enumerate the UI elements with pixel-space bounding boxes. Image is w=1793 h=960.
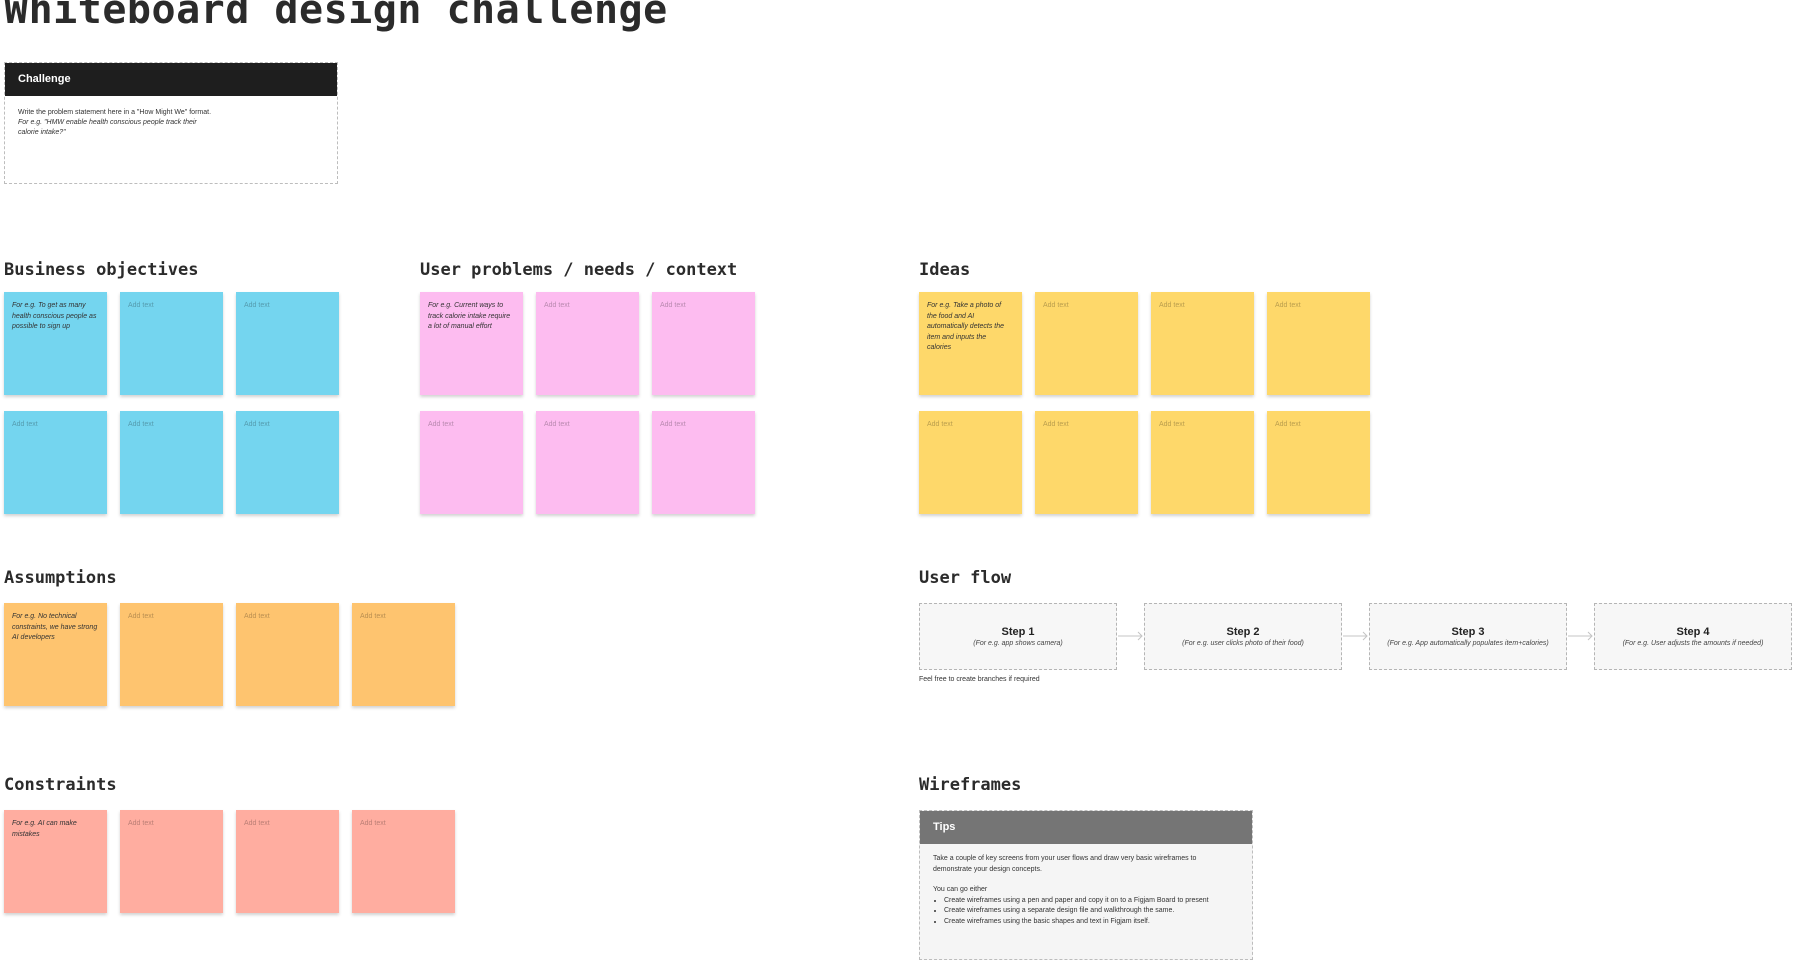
- sticky-note-text: For e.g. No technical constraints, we ha…: [12, 613, 98, 641]
- sticky-note-ideas-8[interactable]: Add text: [1267, 411, 1370, 514]
- tips-card[interactable]: Tips Take a couple of key screens from y…: [919, 810, 1253, 960]
- sticky-note-problems-1[interactable]: For e.g. Current ways to track calorie i…: [420, 292, 523, 395]
- sticky-placeholder: Add text: [544, 302, 570, 309]
- sticky-placeholder: Add text: [128, 613, 154, 620]
- sticky-placeholder: Add text: [1159, 421, 1185, 428]
- sticky-note-business-6[interactable]: Add text: [236, 411, 339, 514]
- sticky-placeholder: Add text: [1275, 421, 1301, 428]
- flow-step-description: (For e.g. User adjusts the amounts if ne…: [1622, 640, 1764, 647]
- sticky-note-assumptions-2[interactable]: Add text: [120, 603, 223, 706]
- sticky-note-problems-5[interactable]: Add text: [536, 411, 639, 514]
- sticky-placeholder: Add text: [1043, 302, 1069, 309]
- sticky-placeholder: Add text: [360, 613, 386, 620]
- section-title-business-objectives: Business objectives: [4, 260, 199, 280]
- tips-list: Create wireframes using a pen and paper …: [933, 896, 1239, 928]
- sticky-placeholder: Add text: [360, 820, 386, 827]
- flow-step-description: (For e.g. app shows camera): [973, 640, 1063, 647]
- sticky-placeholder: Add text: [244, 302, 270, 309]
- sticky-note-text: For e.g. Current ways to track calorie i…: [428, 302, 511, 330]
- flow-arrow-icon: [1568, 631, 1593, 641]
- sticky-note-constraints-2[interactable]: Add text: [120, 810, 223, 913]
- flow-step-description: (For e.g. App automatically populates it…: [1387, 640, 1549, 647]
- sticky-placeholder: Add text: [927, 421, 953, 428]
- sticky-placeholder: Add text: [1275, 302, 1301, 309]
- challenge-instruction: Write the problem statement here in a "H…: [18, 109, 212, 116]
- sticky-note-constraints-4[interactable]: Add text: [352, 810, 455, 913]
- section-title-wireframes: Wireframes: [919, 775, 1022, 795]
- sticky-placeholder: Add text: [244, 421, 270, 428]
- sticky-note-text: For e.g. Take a photo of the food and AI…: [927, 302, 1005, 351]
- flow-step-1[interactable]: Step 1 (For e.g. app shows camera): [919, 603, 1117, 670]
- sticky-placeholder: Add text: [12, 421, 38, 428]
- sticky-note-ideas-1[interactable]: For e.g. Take a photo of the food and AI…: [919, 292, 1022, 395]
- sticky-note-ideas-4[interactable]: Add text: [1267, 292, 1370, 395]
- sticky-note-ideas-6[interactable]: Add text: [1035, 411, 1138, 514]
- sticky-placeholder: Add text: [660, 302, 686, 309]
- sticky-placeholder: Add text: [428, 421, 454, 428]
- sticky-placeholder: Add text: [244, 613, 270, 620]
- flow-step-title: Step 3: [1451, 626, 1485, 638]
- sticky-note-ideas-3[interactable]: Add text: [1151, 292, 1254, 395]
- sticky-placeholder: Add text: [1043, 421, 1069, 428]
- sticky-note-problems-2[interactable]: Add text: [536, 292, 639, 395]
- sticky-note-problems-6[interactable]: Add text: [652, 411, 755, 514]
- sticky-note-ideas-5[interactable]: Add text: [919, 411, 1022, 514]
- section-title-user-flow: User flow: [919, 568, 1012, 588]
- flow-step-title: Step 2: [1226, 626, 1260, 638]
- tips-intro: Take a couple of key screens from your u…: [933, 855, 1197, 873]
- flow-arrow-icon: [1118, 631, 1143, 641]
- flow-step-2[interactable]: Step 2 (For e.g. user clicks photo of th…: [1144, 603, 1342, 670]
- tips-list-item: Create wireframes using a separate desig…: [944, 906, 1239, 917]
- challenge-card[interactable]: Challenge Write the problem statement he…: [4, 62, 338, 184]
- sticky-note-business-5[interactable]: Add text: [120, 411, 223, 514]
- tips-list-item: Create wireframes using a pen and paper …: [944, 896, 1239, 907]
- sticky-placeholder: Add text: [128, 820, 154, 827]
- flow-step-title: Step 1: [1001, 626, 1035, 638]
- sticky-placeholder: Add text: [544, 421, 570, 428]
- tips-either: You can go either: [933, 886, 988, 893]
- sticky-note-business-4[interactable]: Add text: [4, 411, 107, 514]
- sticky-placeholder: Add text: [1159, 302, 1185, 309]
- page-title: Whiteboard design challenge: [4, 0, 668, 33]
- sticky-note-ideas-7[interactable]: Add text: [1151, 411, 1254, 514]
- section-title-user-problems: User problems / needs / context: [420, 260, 738, 280]
- flow-step-4[interactable]: Step 4 (For e.g. User adjusts the amount…: [1594, 603, 1792, 670]
- flow-step-title: Step 4: [1676, 626, 1710, 638]
- sticky-note-ideas-2[interactable]: Add text: [1035, 292, 1138, 395]
- tips-header: Tips: [920, 811, 1252, 844]
- sticky-note-text: For e.g. AI can make mistakes: [12, 820, 77, 838]
- sticky-placeholder: Add text: [128, 302, 154, 309]
- flow-step-3[interactable]: Step 3 (For e.g. App automatically popul…: [1369, 603, 1567, 670]
- sticky-placeholder: Add text: [128, 421, 154, 428]
- sticky-note-assumptions-4[interactable]: Add text: [352, 603, 455, 706]
- sticky-note-assumptions-1[interactable]: For e.g. No technical constraints, we ha…: [4, 603, 107, 706]
- challenge-header: Challenge: [5, 63, 337, 96]
- user-flow-note: Feel free to create branches if required: [919, 676, 1040, 683]
- sticky-note-business-1[interactable]: For e.g. To get as many health conscious…: [4, 292, 107, 395]
- section-title-ideas: Ideas: [919, 260, 971, 280]
- flow-arrow-icon: [1343, 631, 1368, 641]
- sticky-note-business-3[interactable]: Add text: [236, 292, 339, 395]
- flow-step-description: (For e.g. user clicks photo of their foo…: [1182, 640, 1304, 647]
- sticky-note-constraints-3[interactable]: Add text: [236, 810, 339, 913]
- section-title-constraints: Constraints: [4, 775, 117, 795]
- sticky-placeholder: Add text: [244, 820, 270, 827]
- challenge-example: For e.g. "HMW enable health conscious pe…: [18, 119, 197, 136]
- sticky-note-business-2[interactable]: Add text: [120, 292, 223, 395]
- section-title-assumptions: Assumptions: [4, 568, 117, 588]
- sticky-note-problems-4[interactable]: Add text: [420, 411, 523, 514]
- sticky-note-assumptions-3[interactable]: Add text: [236, 603, 339, 706]
- sticky-placeholder: Add text: [660, 421, 686, 428]
- tips-list-item: Create wireframes using the basic shapes…: [944, 917, 1239, 928]
- sticky-note-constraints-1[interactable]: For e.g. AI can make mistakes: [4, 810, 107, 913]
- sticky-note-text: For e.g. To get as many health conscious…: [12, 302, 97, 330]
- sticky-note-problems-3[interactable]: Add text: [652, 292, 755, 395]
